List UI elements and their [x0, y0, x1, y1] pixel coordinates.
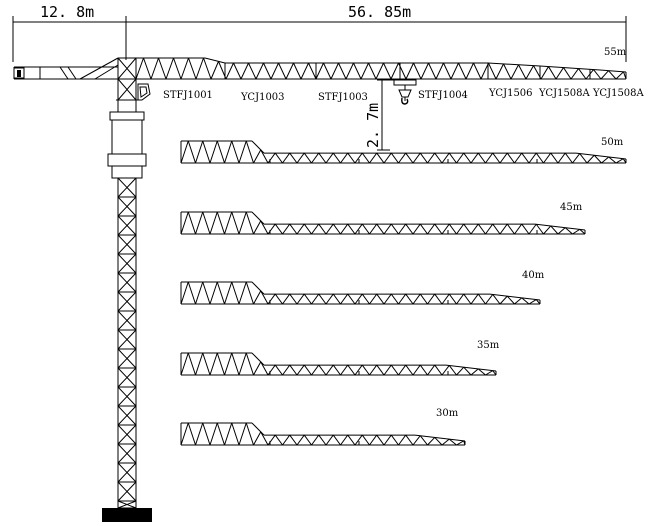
jib-length-50: 50m: [601, 137, 624, 148]
segment-label: STFJ1001: [163, 90, 213, 101]
jib-length-35: 35m: [477, 340, 500, 351]
jib-configurations: [180, 140, 627, 446]
mast-collars: [107, 111, 147, 179]
segment-label: YCJ1506: [488, 88, 533, 99]
hook-height-label: 2. 7m: [364, 103, 382, 148]
main-jib: [118, 57, 627, 80]
jib-length-30: 30m: [436, 408, 459, 419]
jib-length-45: 45m: [560, 202, 583, 213]
jib-dimension: 56. 85m: [348, 3, 411, 21]
trolley-hook: [393, 79, 417, 105]
segment-label: YCJ1508A: [592, 88, 645, 99]
tower-head: [116, 57, 151, 113]
segment-label: YCJ1003: [240, 92, 285, 103]
tower-base: [102, 508, 152, 522]
dimension-line: [12, 16, 627, 62]
jib-length-40: 40m: [522, 270, 545, 281]
segment-label: STFJ1003: [318, 92, 368, 103]
hook-height-dimension: [377, 79, 398, 151]
counter-jib-dimension: 12. 8m: [40, 3, 94, 21]
tower-mast: [117, 177, 137, 509]
jib-length-55: 55m: [604, 47, 627, 58]
segment-label: STFJ1004: [418, 90, 468, 101]
segment-label: YCJ1508A: [538, 88, 591, 99]
counter-jib: [13, 57, 119, 80]
